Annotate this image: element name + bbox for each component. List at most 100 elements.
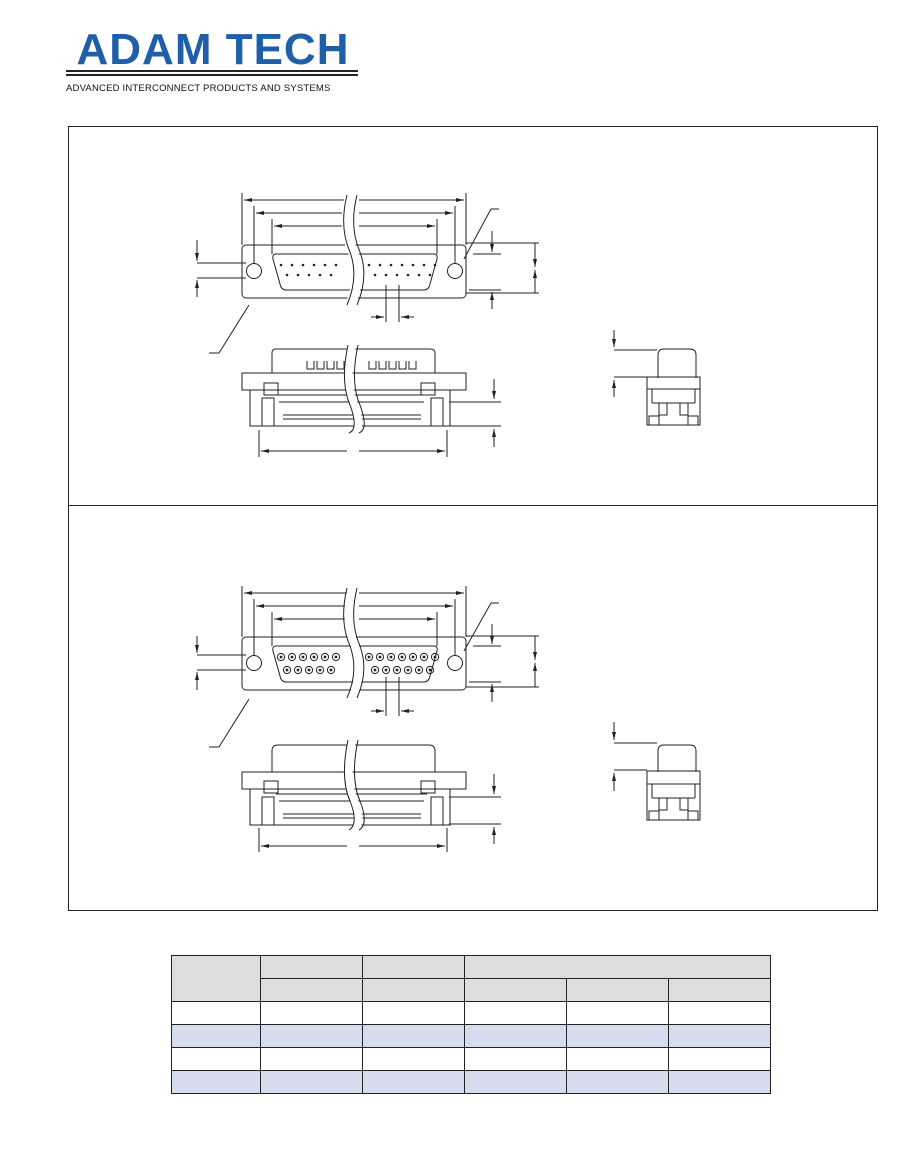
contact [285, 273, 289, 277]
spec-table [171, 955, 772, 1094]
brand-logo: ADAM TECH ADVANCED INTERCONNECT PRODUCTS… [66, 28, 360, 96]
table-row [171, 1070, 772, 1094]
pin-tail [388, 361, 397, 370]
front-break-lines [341, 194, 365, 307]
table-cell [171, 1024, 261, 1048]
contact-center [384, 668, 388, 672]
table-cell [667, 1047, 772, 1071]
table-cell [171, 1070, 261, 1094]
pin-tail [368, 361, 377, 370]
contact [323, 263, 327, 267]
table-subheader-cell [362, 978, 465, 1002]
contact [304, 665, 314, 675]
contact-center [373, 668, 377, 672]
contact-center [395, 668, 399, 672]
side-dimensions [258, 379, 501, 457]
mounting-hole [447, 655, 463, 671]
contact [370, 665, 380, 675]
table-header-cell [260, 955, 363, 979]
contact-center [312, 655, 316, 659]
contact [282, 665, 292, 675]
contact [331, 652, 341, 662]
shell-outline [272, 645, 438, 683]
contact-center [307, 668, 311, 672]
brand-underline [66, 74, 358, 76]
table-cell [260, 1024, 363, 1048]
contact-center [406, 668, 410, 672]
contact [397, 652, 407, 662]
front-dimensions [196, 193, 539, 354]
dimension-arrows [195, 198, 616, 453]
contact [392, 665, 402, 675]
contact-center [329, 668, 333, 672]
contact [403, 665, 413, 675]
table-cell [464, 1001, 567, 1025]
contact [411, 263, 415, 267]
dimension-arrows [195, 591, 616, 848]
contact [276, 652, 286, 662]
contact [417, 273, 421, 277]
contact [419, 652, 429, 662]
contact [329, 273, 333, 277]
table-header-cell [171, 955, 261, 1002]
contact [373, 273, 377, 277]
female-connector-drawing [195, 586, 701, 852]
contact [414, 665, 424, 675]
contact-center [318, 668, 322, 672]
table-subheader-cell [566, 978, 669, 1002]
table-cell [566, 1001, 669, 1025]
contact [428, 273, 432, 277]
shell-outline [272, 253, 438, 291]
table-cell [667, 1024, 772, 1048]
contact-center [411, 655, 415, 659]
contact [309, 652, 319, 662]
table-cell [171, 1001, 261, 1025]
contact [375, 652, 385, 662]
pin-tails [306, 361, 417, 370]
table-header-cell [362, 955, 465, 979]
contact [408, 652, 418, 662]
side-break-lines [344, 344, 365, 437]
contact [422, 263, 426, 267]
table-cell [464, 1024, 567, 1048]
table-row [171, 1024, 772, 1048]
table-cell [464, 1047, 567, 1071]
contact [384, 273, 388, 277]
contact-center [428, 668, 432, 672]
pin-tail [336, 361, 345, 370]
contact-center [334, 655, 338, 659]
contact [406, 273, 410, 277]
front-dimensions [196, 586, 539, 748]
table-subheader-cell [464, 978, 567, 1002]
table-cell [362, 1070, 465, 1094]
table-cell [566, 1024, 669, 1048]
contact-center [296, 668, 300, 672]
socket-row-bottom [282, 665, 435, 675]
contact [307, 273, 311, 277]
table-row [171, 1047, 772, 1071]
male-connector-drawing [195, 193, 701, 457]
contact-center [279, 655, 283, 659]
table-subheader-row [172, 978, 772, 1002]
contact [312, 263, 316, 267]
contact [279, 263, 283, 267]
table-cell [566, 1070, 669, 1094]
table-subheader-cell [667, 978, 772, 1002]
contact [378, 263, 382, 267]
table-header-cell [463, 955, 772, 979]
contact-center [323, 655, 327, 659]
table-cell [362, 1001, 465, 1025]
table-cell [667, 1070, 772, 1094]
contact [395, 273, 399, 277]
contact-center [400, 655, 404, 659]
contact [318, 273, 322, 277]
table-row [171, 1001, 772, 1025]
table-cell [566, 1047, 669, 1071]
contact [400, 263, 404, 267]
pin-tail [398, 361, 407, 370]
contact [364, 652, 374, 662]
contact [433, 263, 437, 267]
contact [425, 665, 435, 675]
contact [334, 263, 338, 267]
contact [301, 263, 305, 267]
